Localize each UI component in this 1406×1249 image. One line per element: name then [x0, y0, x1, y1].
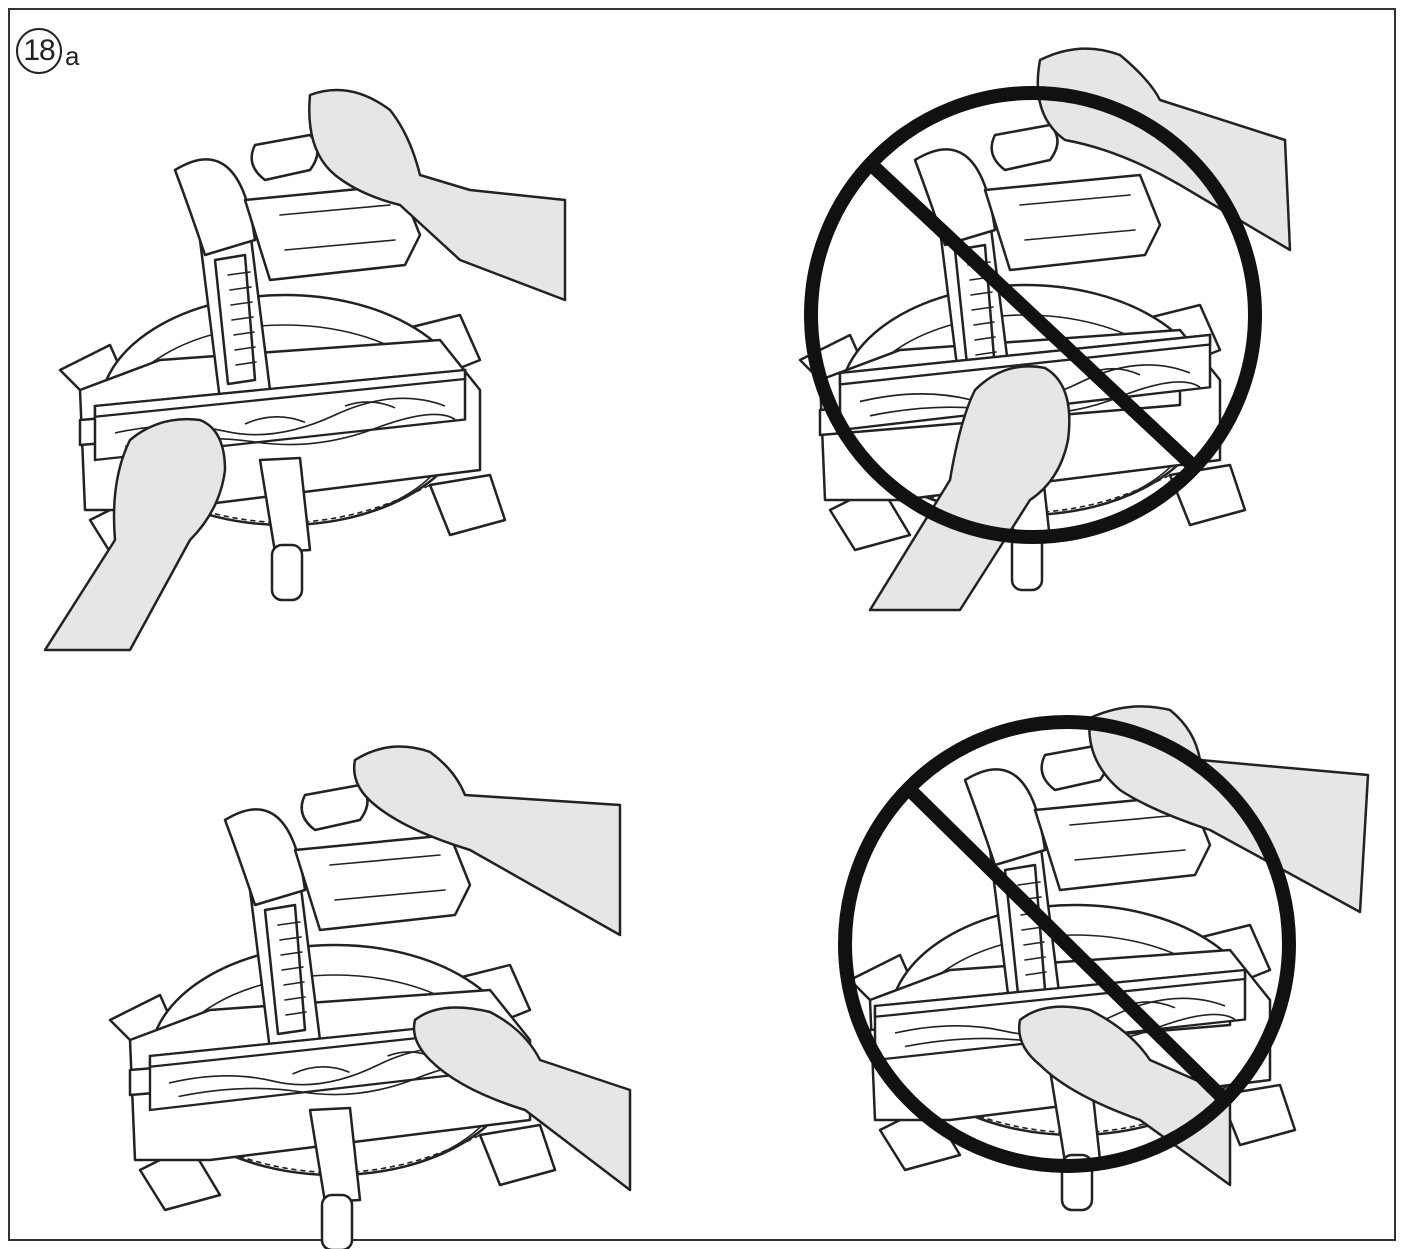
panel-top-left [43, 88, 567, 652]
prohibited-slash [870, 162, 1197, 471]
prohibited-sign-icon [838, 715, 1296, 1173]
figure-letter: a [65, 40, 80, 71]
hand-icon [868, 365, 1071, 612]
prohibited-slash [905, 785, 1230, 1105]
figure-number: 18 [16, 28, 62, 74]
figure-label: 18 a [16, 28, 79, 74]
hand-icon [43, 418, 227, 652]
panel-top-right [798, 47, 1292, 612]
panel-bottom-right [838, 705, 1370, 1212]
hand-icon [1088, 705, 1370, 914]
hand-icon [308, 88, 567, 302]
prohibited-sign-icon [804, 86, 1262, 544]
hand-icon [412, 1006, 632, 1192]
panel-bottom-left [108, 745, 632, 1249]
hand-icon [352, 745, 622, 937]
